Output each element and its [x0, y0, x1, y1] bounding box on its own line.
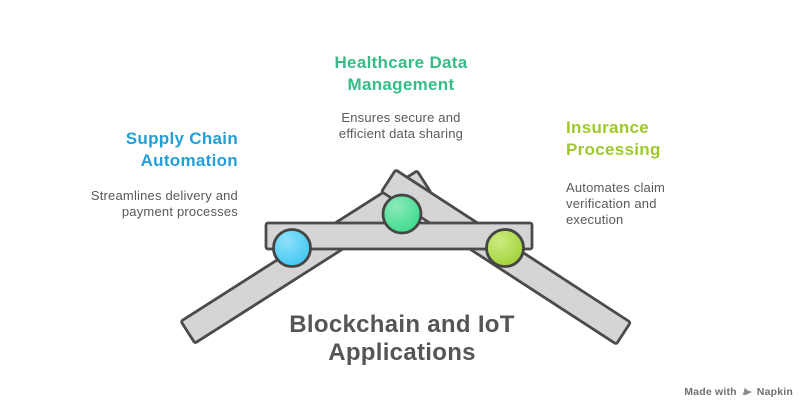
branch-healthcare: Healthcare Data Management Ensures secur…	[290, 52, 512, 142]
page-title: Blockchain and IoT Applications	[0, 311, 804, 367]
desc-line: Automates claim	[566, 180, 666, 195]
node-insurance	[485, 228, 525, 268]
desc-line: Streamlines delivery and	[90, 188, 238, 203]
napkin-logo-icon	[741, 386, 753, 398]
watermark-brand-label: Napkin	[756, 386, 793, 398]
desc-line: execution	[566, 212, 624, 227]
branch-desc-healthcare: Ensures secure and efficient data sharin…	[290, 110, 512, 142]
node-healthcare	[381, 193, 423, 235]
heading-line: Automation	[140, 151, 238, 170]
branch-heading-insurance: Insurance Processing	[566, 117, 726, 161]
desc-line: verification and	[566, 196, 657, 211]
branch-supply-chain: Supply Chain Automation Streamlines deli…	[38, 128, 238, 220]
branch-desc-supply-chain: Streamlines delivery and payment process…	[38, 188, 238, 220]
heading-line: Processing	[566, 140, 661, 159]
desc-line: Ensures secure and	[341, 110, 461, 125]
heading-line: Management	[347, 75, 455, 94]
watermark-made-with-label: Made with	[684, 386, 737, 398]
desc-line: efficient data sharing	[338, 126, 464, 141]
branch-insurance: Insurance Processing Automates claim ver…	[566, 117, 726, 228]
branch-heading-supply-chain: Supply Chain Automation	[38, 128, 238, 172]
heading-line: Insurance	[566, 118, 650, 137]
napkin-watermark[interactable]: Made with Napkin	[684, 386, 793, 398]
desc-line: payment processes	[121, 204, 238, 219]
branch-desc-insurance: Automates claim verification and executi…	[566, 180, 726, 228]
heading-line: Healthcare Data	[334, 53, 468, 72]
heading-line: Supply Chain	[125, 129, 238, 148]
branch-heading-healthcare: Healthcare Data Management	[290, 52, 512, 96]
title-line: Blockchain and IoT	[289, 311, 515, 338]
title-line: Applications	[328, 339, 476, 366]
node-supply-chain	[272, 228, 312, 268]
